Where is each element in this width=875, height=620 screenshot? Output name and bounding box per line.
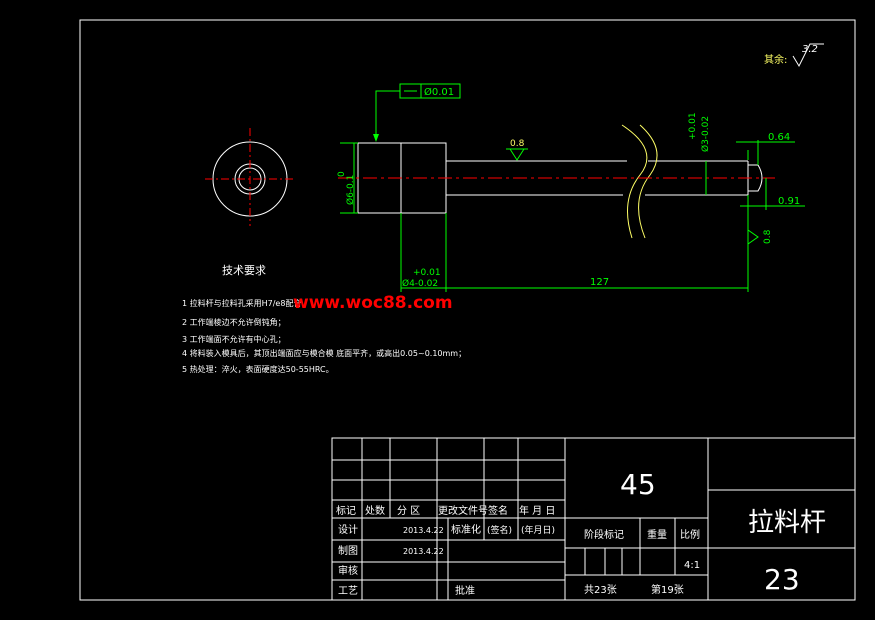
dim-end-len-1: 0.64 xyxy=(768,132,790,143)
title-block-frame xyxy=(331,437,856,601)
tb-material: 45 xyxy=(620,468,656,501)
tb-standardization: 标准化 xyxy=(451,523,481,536)
dim-length: 127 xyxy=(590,277,609,288)
tech-item-4: 4 将料装入模具后，其顶出端面应与模合模 底面平齐，或高出0.05~0.10mm… xyxy=(182,348,466,358)
tb-sign: (签名) xyxy=(487,524,512,536)
dim-shaft-tol-upper: +0.01 xyxy=(688,112,698,140)
tb-header-mark: 标记 xyxy=(336,505,356,517)
title-block xyxy=(331,437,856,601)
dim-end-len-2: 0.91 xyxy=(778,196,800,207)
tech-item-1: 1 拉料杆与拉料孔采用H7/e8配合 xyxy=(182,298,301,308)
tech-item-2: 2 工作端棱边不允许倒钝角； xyxy=(182,317,286,327)
tb-header-zone: 分 区 xyxy=(397,505,420,517)
tb-review: 审核 xyxy=(338,564,358,577)
roughness-shaft-icon xyxy=(506,148,528,161)
tech-requirements-title: 技术要求 xyxy=(222,264,266,277)
tech-requirements: 技术要求 1 拉料杆与拉料孔采用H7/e8配合 2 工作端棱边不允许倒钝角； 3… xyxy=(182,264,466,374)
dim-head-dia: 0 Ø6-0.1 xyxy=(337,142,358,214)
part-main-view xyxy=(338,124,775,239)
break-line-1 xyxy=(621,124,648,239)
gtol-value: Ø0.01 xyxy=(424,86,454,98)
tb-header-count: 处数 xyxy=(365,504,385,517)
tb-draw: 制图 xyxy=(338,544,358,557)
dim-collar-dia: Ø4-0.02 xyxy=(402,278,438,289)
roughness-other-value: 3.2 xyxy=(802,44,818,55)
roughness-shaft: 0.8 xyxy=(506,139,528,161)
tech-item-3: 3 工作端面不允许有中心孔； xyxy=(182,334,286,344)
gtol-arrow-icon xyxy=(373,134,379,142)
tb-draw-date: 2013.4.22 xyxy=(403,547,444,556)
tb-approve: 批准 xyxy=(455,584,475,597)
gtol-leader xyxy=(375,90,400,140)
roughness-end: 0.8 xyxy=(747,225,773,250)
end-view xyxy=(205,128,296,226)
roughness-end-icon xyxy=(747,225,759,250)
roughness-other-label: 其余: xyxy=(764,53,787,66)
title-block-text: 标记 处数 分 区 更改文件号 签名 年 月 日 设计 2013.4.22 标准… xyxy=(336,468,826,597)
dim-head-dia-upper: 0 xyxy=(337,171,347,177)
dim-head-dia-lower: Ø6-0.1 xyxy=(345,175,356,205)
tb-sheet-no: 第19张 xyxy=(651,583,684,596)
roughness-shaft-value: 0.8 xyxy=(510,139,525,149)
tb-header-doc: 更改文件号 xyxy=(438,504,488,517)
tb-part-name: 拉料杆 xyxy=(748,508,826,538)
dim-shaft-dia: Ø3-0.02 xyxy=(700,116,711,152)
tb-sheets-total: 共23张 xyxy=(584,584,617,596)
tech-item-5: 5 热处理：淬火，表面硬度达50-55HRC。 xyxy=(182,364,334,374)
tb-process: 工艺 xyxy=(338,585,358,597)
dim-collar-tol-upper: +0.01 xyxy=(413,268,441,278)
watermark: www.woc88.com xyxy=(293,293,453,313)
tb-scale-label: 比例 xyxy=(680,528,700,541)
geometric-tolerance: Ø0.01 xyxy=(373,83,461,142)
tb-header-sign: 签名 xyxy=(488,504,508,517)
tb-weight-label: 重量 xyxy=(647,528,667,541)
tb-design: 设计 xyxy=(338,523,358,536)
dim-end: 0.64 0.91 xyxy=(736,132,805,210)
tb-drawing-no: 23 xyxy=(764,563,800,596)
tb-sign-date: (年月日) xyxy=(521,524,555,536)
tb-scale-value: 4:1 xyxy=(684,560,700,571)
roughness-end-value: 0.8 xyxy=(763,229,773,244)
roughness-symbol-icon xyxy=(792,43,824,68)
tb-design-date: 2013.4.22 xyxy=(403,526,444,535)
tb-header-date: 年 月 日 xyxy=(519,504,555,517)
roughness-other: 其余: 3.2 xyxy=(764,43,824,68)
dim-shaft-dia: +0.01 Ø3-0.02 xyxy=(688,112,711,195)
break-line-2 xyxy=(638,124,658,239)
shaft-end-cap xyxy=(748,164,763,192)
tb-stage-label: 阶段标记 xyxy=(584,528,624,541)
dim-collar-length: +0.01 Ø4-0.02 127 xyxy=(400,195,749,292)
